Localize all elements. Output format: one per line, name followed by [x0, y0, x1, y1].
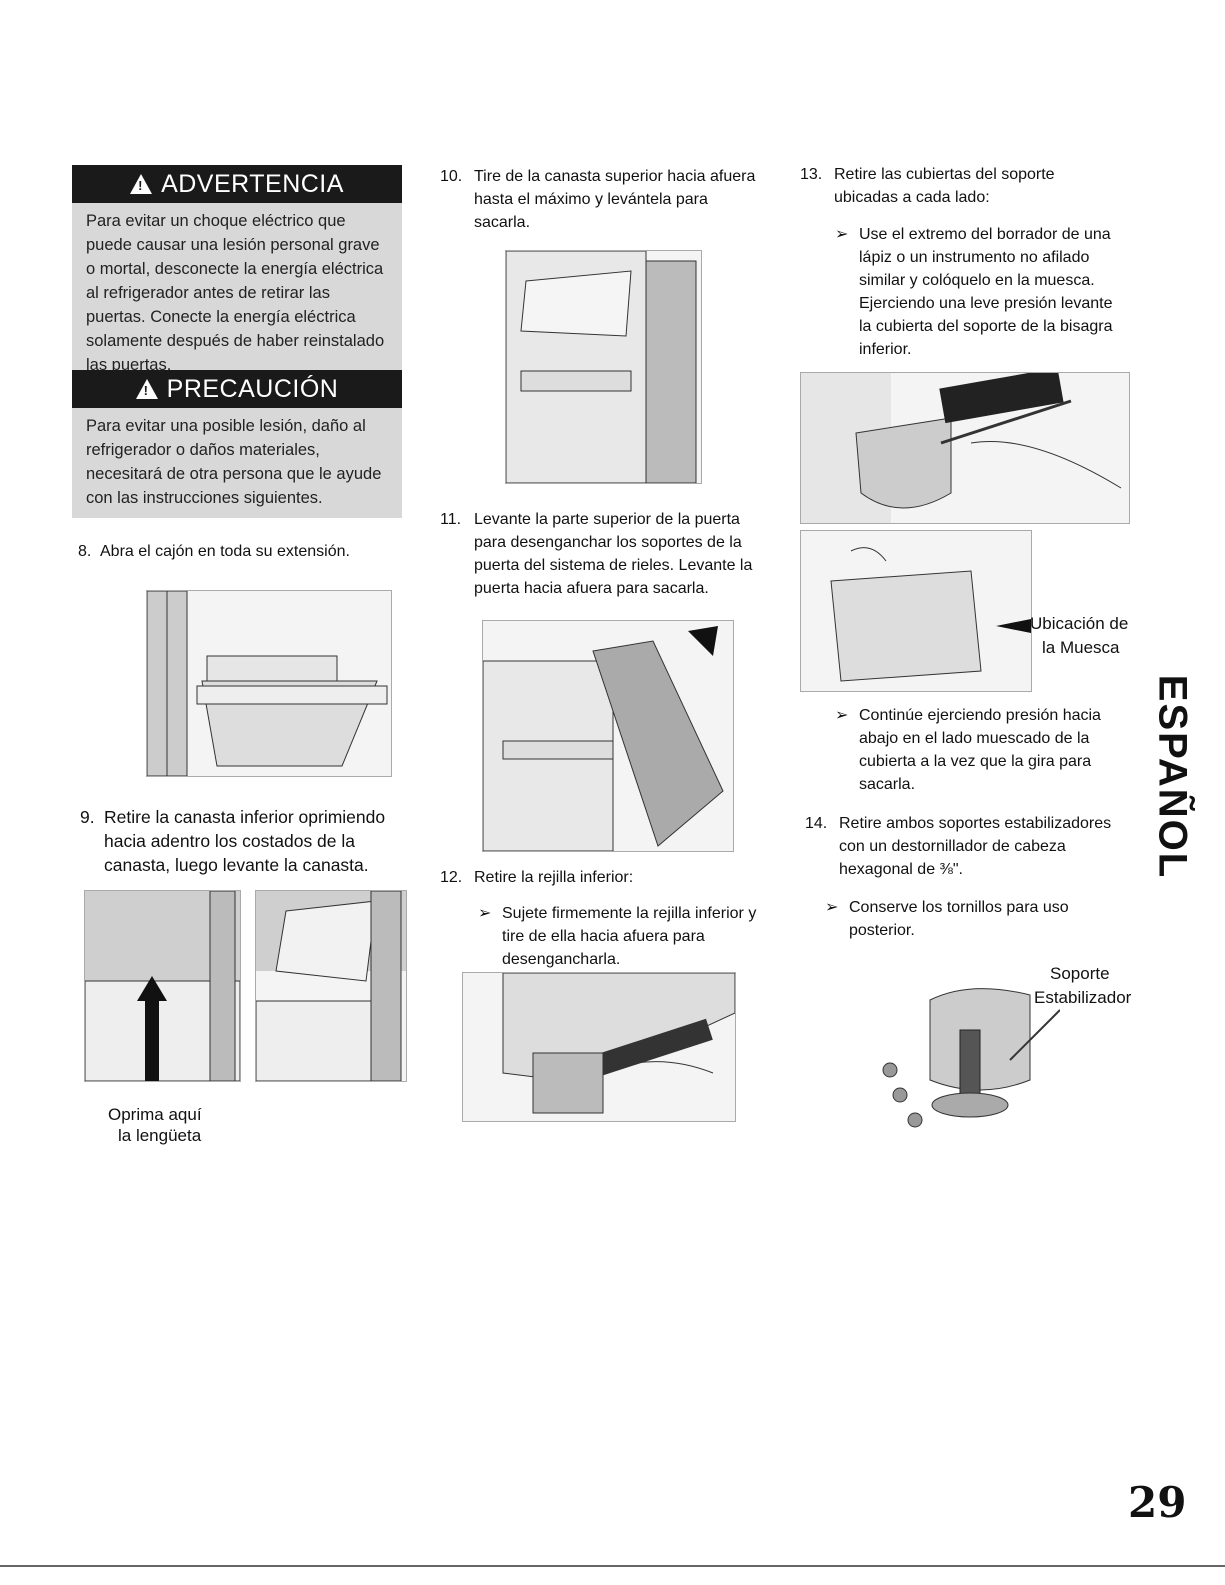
stabilizer-illustration [882, 988, 1060, 1128]
figure-notch [800, 530, 1032, 692]
warning-text: Para evitar un choque eléctrico que pued… [86, 212, 385, 374]
stabilizer-label: Soporte Estabilizador [1034, 964, 1132, 1007]
door-removal-illustration [483, 626, 724, 851]
figure-drawer-open [146, 590, 392, 777]
hinge-cover-illustration [801, 373, 1122, 523]
warning-title: ADVERTENCIA [161, 169, 344, 198]
basket-lift-illustration [256, 891, 406, 1081]
grille-illustration [502, 973, 735, 1114]
press-arrow [145, 991, 159, 1081]
notch-illustration [830, 547, 1031, 682]
caution-header: PRECAUCIÓN [72, 370, 402, 408]
upper-basket-illustration [506, 251, 697, 483]
page-number: 29 [1128, 1478, 1187, 1527]
figure-grille [462, 972, 736, 1122]
figure-basket-press [84, 890, 241, 1082]
warning-header: ADVERTENCIA [72, 165, 402, 203]
caution-text: Para evitar una posible lesión, daño al … [86, 417, 382, 507]
notch-label: Ubicación de la Muesca [1030, 614, 1129, 657]
figure-stabilizer [860, 950, 1060, 1140]
figure-door-removal [482, 620, 734, 852]
press-tab-label: Oprima aquí la lengüeta [108, 1105, 202, 1145]
caution-icon [135, 379, 158, 399]
warning-icon [130, 174, 153, 194]
language-side-tab: ESPAÑOL [1150, 674, 1195, 880]
caution-box: PRECAUCIÓN Para evitar una posible lesió… [72, 370, 402, 518]
figure-upper-basket [505, 250, 702, 484]
bottom-divider [0, 1565, 1225, 1567]
lift-arrow [688, 626, 718, 656]
drawer-illustration [147, 591, 388, 776]
warning-box: ADVERTENCIA Para evitar un choque eléctr… [72, 165, 402, 385]
caution-title: PRECAUCIÓN [166, 374, 339, 403]
lower-basket-illustration [85, 891, 240, 1081]
figure-hinge-cover [800, 372, 1130, 524]
figure-basket-lift [255, 890, 407, 1082]
notch-arrow [996, 619, 1031, 633]
